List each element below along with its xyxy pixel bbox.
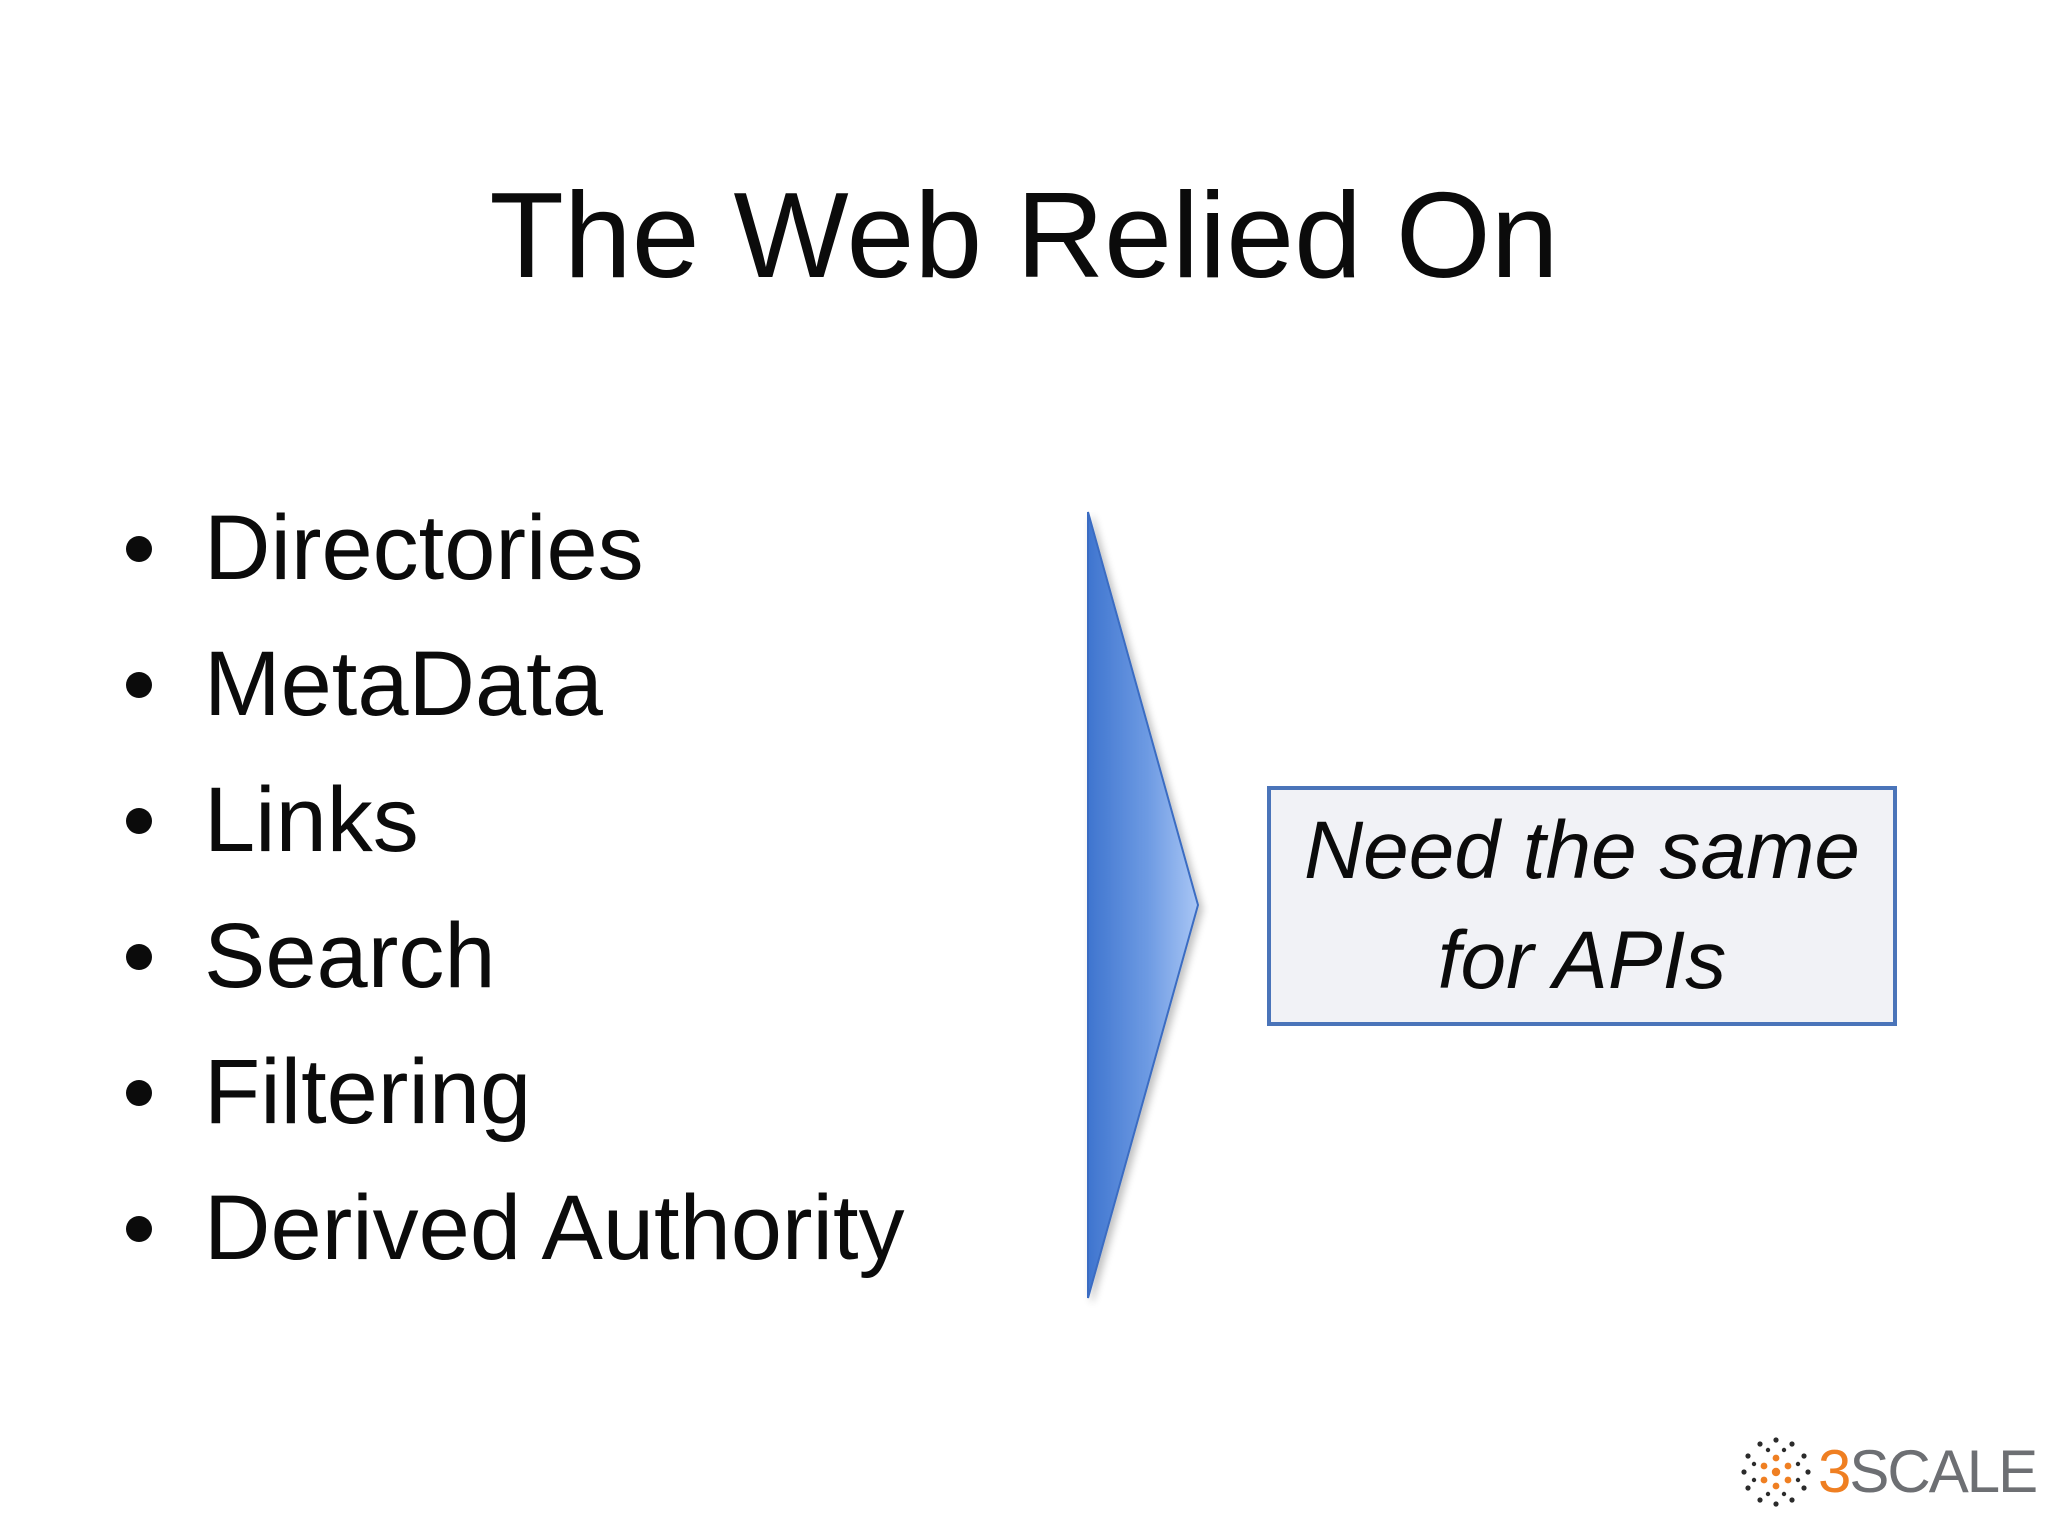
bullet-label: Directories — [204, 497, 644, 599]
bullet-dot-icon — [126, 672, 152, 698]
logo-word: SCALE — [1849, 1438, 2038, 1505]
bullet-dot-icon — [126, 944, 152, 970]
bullet-dot-icon — [126, 536, 152, 562]
bullet-label: Links — [204, 769, 419, 871]
bullet-label: Filtering — [204, 1041, 532, 1143]
bullet-dot-icon — [126, 1080, 152, 1106]
callout-line-2: for APIs — [1437, 915, 1727, 1006]
logo-dots-icon — [1741, 1437, 1811, 1507]
logo-digit: 3 — [1818, 1438, 1851, 1505]
slide-title: The Web Relied On — [489, 167, 1559, 303]
logo-wordmark: 3SCALE — [1818, 1438, 2038, 1506]
brand-logo: 3SCALE — [1740, 1432, 2038, 1512]
callout-box: Need the same for APIs — [1267, 786, 1897, 1026]
chevron-arrow-icon — [1087, 511, 1200, 1299]
bullet-label: MetaData — [204, 633, 603, 735]
bullet-dot-icon — [126, 1216, 152, 1242]
callout-line-1: Need the same — [1303, 805, 1861, 896]
bullet-label: Derived Authority — [204, 1177, 905, 1279]
bullet-dot-icon — [126, 808, 152, 834]
bullet-label: Search — [204, 905, 496, 1007]
